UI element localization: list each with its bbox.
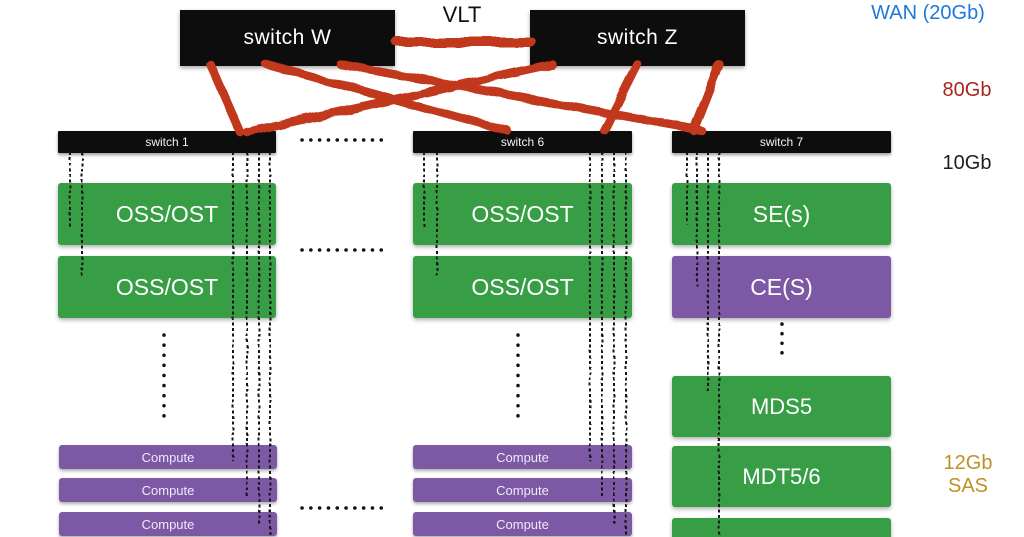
node-oss-ost-2: OSS/OST [58, 256, 276, 318]
leaf-switch-1-label: switch 1 [145, 135, 189, 149]
node-se-label: SE(s) [752, 200, 811, 227]
compute-node-c2-3: Compute [413, 512, 632, 536]
wan-legend-label: WAN (20Gb) [871, 2, 985, 24]
compute-node-c2-3-label: Compute [496, 516, 549, 532]
link-w-switch7 [335, 59, 706, 135]
node-oss-ost-2-label: OSS/OST [115, 273, 219, 300]
node-mdt56: MDT5/6 [672, 446, 891, 507]
node-oss-ost-3: OSS/OST [413, 183, 632, 245]
link-w-switch6 [261, 59, 513, 136]
core-switch-w: switch W [180, 10, 395, 66]
node-mds5-label: MDS5 [750, 393, 813, 419]
compute-node-c1-2: Compute [59, 478, 277, 502]
compute-node-c1-2-label: Compute [141, 482, 195, 498]
sas-legend-line2: SAS [947, 475, 989, 497]
core-link-legend-label: 80Gb [942, 79, 992, 101]
node-ce-label: CE(S) [750, 273, 813, 300]
vlt-label: VLT [442, 2, 482, 27]
node-oss-ost-4-label: OSS/OST [471, 273, 574, 300]
compute-node-c1-1-label: Compute [141, 449, 195, 465]
core-switch-w-label: switch W [243, 26, 332, 49]
node-oss-ost-1-label: OSS/OST [115, 200, 219, 227]
leaf-switch-6: switch 6 [413, 131, 632, 153]
compute-node-c2-2: Compute [413, 478, 632, 502]
compute-node-c1-3-label: Compute [141, 516, 195, 532]
leaf-switch-6-label: switch 6 [500, 135, 545, 149]
leaf-switch-7-label: switch 7 [759, 135, 804, 149]
node-ce: CE(S) [672, 256, 891, 318]
node-oss-ost-4: OSS/OST [413, 256, 632, 318]
link-z-switch7 [688, 59, 724, 135]
link-z-switch1 [242, 59, 557, 137]
node-se: SE(s) [672, 183, 891, 245]
sas-legend-line1: 12Gb [943, 452, 993, 474]
compute-node-c2-1: Compute [413, 445, 632, 469]
core-switch-z-label: switch Z [596, 26, 678, 49]
node-bottom-clipped [672, 518, 891, 537]
leaf-switch-7: switch 7 [672, 131, 891, 153]
node-mds5: MDS5 [672, 376, 891, 437]
compute-node-c2-2-label: Compute [496, 482, 549, 498]
link-w-switch1 [205, 59, 245, 137]
compute-node-c1-1: Compute [59, 445, 277, 469]
node-oss-ost-1: OSS/OST [58, 183, 276, 245]
edge-link-legend-label: 10Gb [942, 152, 992, 174]
link-z-switch6 [599, 59, 642, 135]
node-mdt56-label: MDT5/6 [742, 463, 821, 489]
core-switch-z: switch Z [530, 10, 745, 66]
compute-node-c2-1-label: Compute [496, 449, 549, 465]
sas-legend-label: 12Gb SAS [928, 452, 1008, 498]
node-oss-ost-3-label: OSS/OST [471, 200, 574, 227]
compute-node-c1-3: Compute [59, 512, 277, 536]
leaf-switch-1: switch 1 [58, 131, 276, 153]
